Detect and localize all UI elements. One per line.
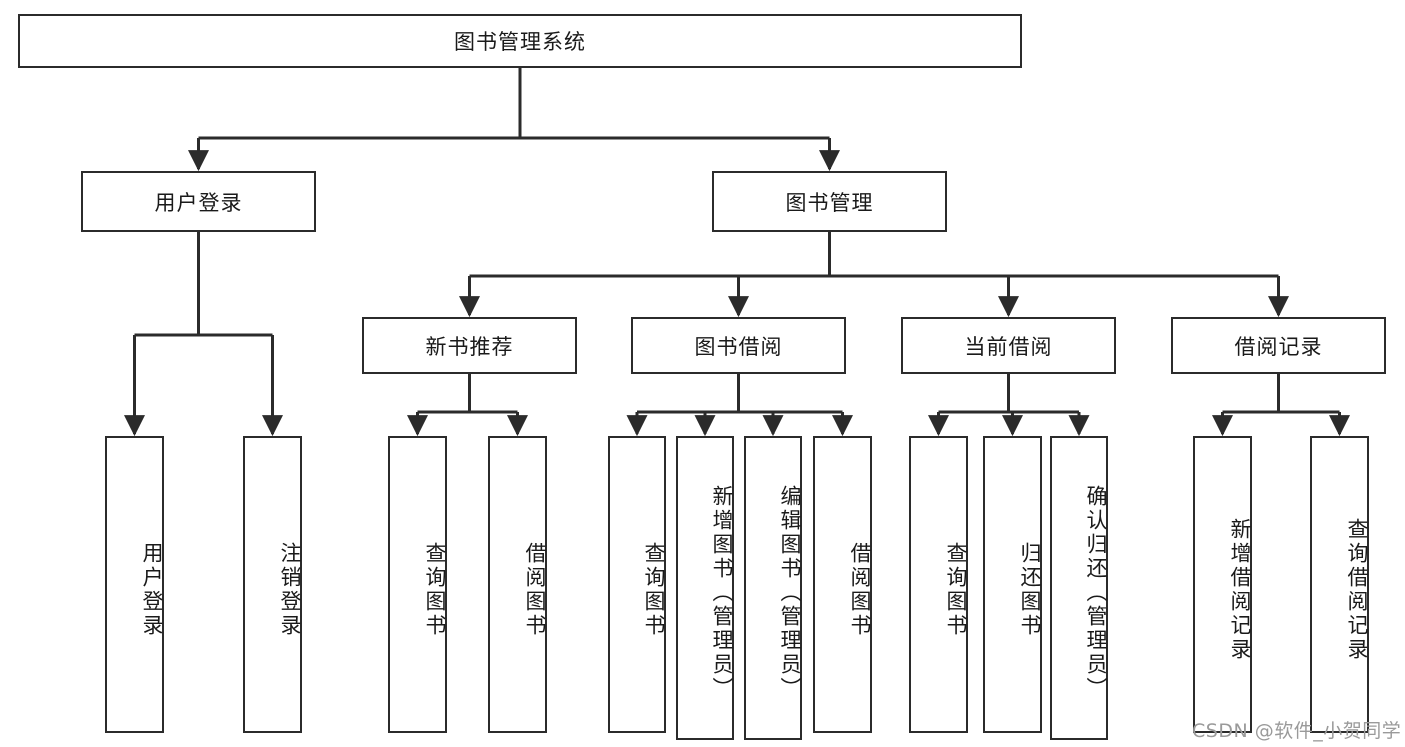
node-leaf-user-login[interactable]: 用户登录: [105, 436, 164, 733]
node-leaf-user-logout-label: 注销登录: [278, 541, 302, 638]
node-leaf-add-borrow-record[interactable]: 新增借阅记录: [1193, 436, 1252, 733]
node-leaf-query-book-2-label: 查询图书: [642, 541, 666, 638]
node-leaf-confirm-return-admin-label: 确认归还（管理员）: [1084, 485, 1108, 701]
node-book-borrow-label: 图书借阅: [694, 334, 783, 359]
node-borrow-record-label: 借阅记录: [1234, 334, 1323, 359]
node-borrow-record[interactable]: 借阅记录: [1171, 317, 1386, 374]
node-leaf-borrow-book-2-label: 借阅图书: [848, 541, 872, 638]
node-leaf-edit-book-admin-label: 编辑图书（管理员）: [778, 485, 802, 701]
node-leaf-borrow-book-2[interactable]: 借阅图书: [813, 436, 872, 733]
node-leaf-user-login-label: 用户登录: [140, 541, 164, 638]
node-leaf-borrow-book-1-label: 借阅图书: [523, 541, 547, 638]
node-root-label: 图书管理系统: [454, 30, 586, 54]
node-leaf-edit-book-admin[interactable]: 编辑图书（管理员）: [744, 436, 802, 740]
node-leaf-query-book-2[interactable]: 查询图书: [608, 436, 666, 733]
watermark-csdn: CSDN @软件_小贺同学: [1192, 720, 1402, 742]
node-leaf-add-book-admin-label: 新增图书（管理员）: [710, 485, 734, 701]
node-user-login[interactable]: 用户登录: [81, 171, 316, 232]
node-leaf-query-book-1-label: 查询图书: [423, 541, 447, 638]
node-leaf-confirm-return-admin[interactable]: 确认归还（管理员）: [1050, 436, 1108, 740]
node-leaf-add-borrow-record-label: 新增借阅记录: [1228, 517, 1252, 662]
node-leaf-borrow-book-1[interactable]: 借阅图书: [488, 436, 547, 733]
node-book-borrow[interactable]: 图书借阅: [631, 317, 846, 374]
node-leaf-return-book-label: 归还图书: [1018, 541, 1042, 638]
node-root[interactable]: 图书管理系统: [18, 14, 1022, 68]
node-leaf-query-book-3-label: 查询图书: [944, 541, 968, 638]
node-leaf-query-borrow-record[interactable]: 查询借阅记录: [1310, 436, 1369, 733]
node-new-book-recommend-label: 新书推荐: [425, 334, 514, 359]
node-current-borrow-label: 当前借阅: [964, 334, 1053, 359]
node-current-borrow[interactable]: 当前借阅: [901, 317, 1116, 374]
node-leaf-query-book-3[interactable]: 查询图书: [909, 436, 968, 733]
node-leaf-query-book-1[interactable]: 查询图书: [388, 436, 447, 733]
node-book-management[interactable]: 图书管理: [712, 171, 947, 232]
node-user-login-label: 用户登录: [154, 190, 243, 215]
node-leaf-add-book-admin[interactable]: 新增图书（管理员）: [676, 436, 734, 740]
node-leaf-return-book[interactable]: 归还图书: [983, 436, 1042, 733]
node-leaf-user-logout[interactable]: 注销登录: [243, 436, 302, 733]
node-leaf-query-borrow-record-label: 查询借阅记录: [1345, 517, 1369, 662]
node-new-book-recommend[interactable]: 新书推荐: [362, 317, 577, 374]
node-book-management-label: 图书管理: [785, 190, 874, 215]
